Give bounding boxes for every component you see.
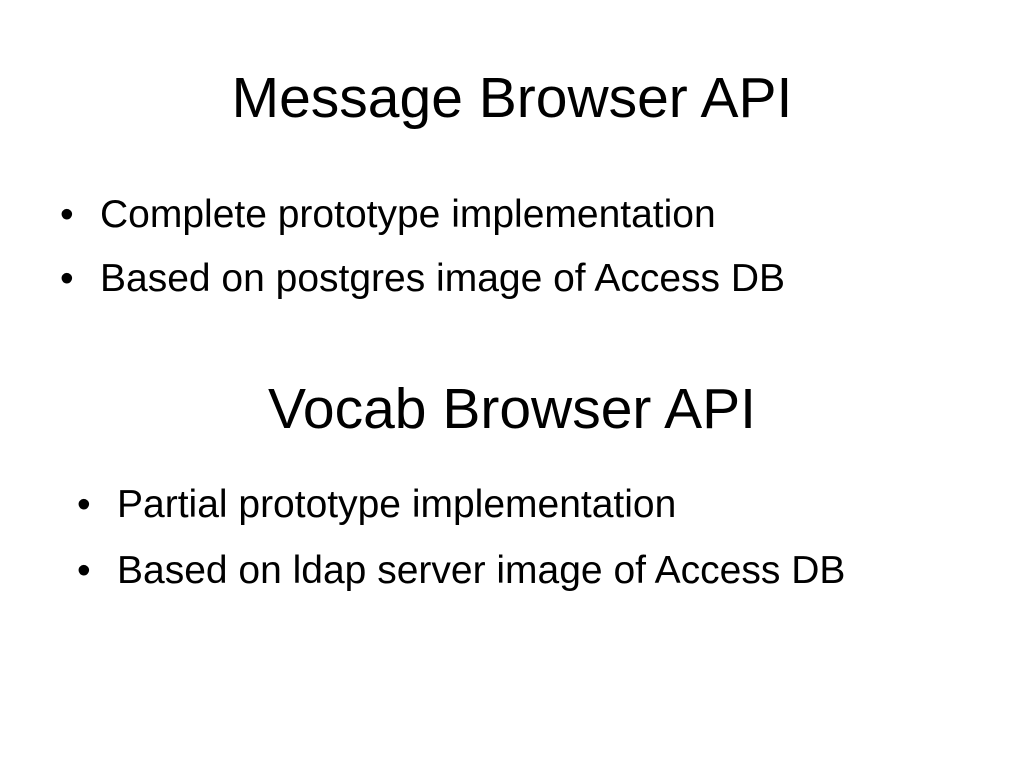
section-title-message-browser: Message Browser API [231,66,793,130]
bullet-text: Based on postgres image of Access DB [100,257,786,300]
bullet-item: • Based on ldap server image of Access D… [77,551,845,617]
bullet-dot-icon: • [77,549,91,592]
bullet-item: • Based on postgres image of Access DB [60,259,785,323]
bullet-item: • Complete prototype implementation [60,195,785,259]
bullet-text: Complete prototype implementation [100,193,716,236]
bullet-list-vocab-browser: • Partial prototype implementation • Bas… [77,485,845,617]
bullet-list-message-browser: • Complete prototype implementation • Ba… [60,195,785,323]
bullet-dot-icon: • [60,257,74,300]
bullet-item: • Partial prototype implementation [77,485,845,551]
bullet-text: Based on ldap server image of Access DB [117,549,846,592]
section-title-vocab-browser: Vocab Browser API [268,377,756,441]
bullet-text: Partial prototype implementation [117,483,677,526]
bullet-dot-icon: • [77,483,91,526]
bullet-dot-icon: • [60,193,74,236]
